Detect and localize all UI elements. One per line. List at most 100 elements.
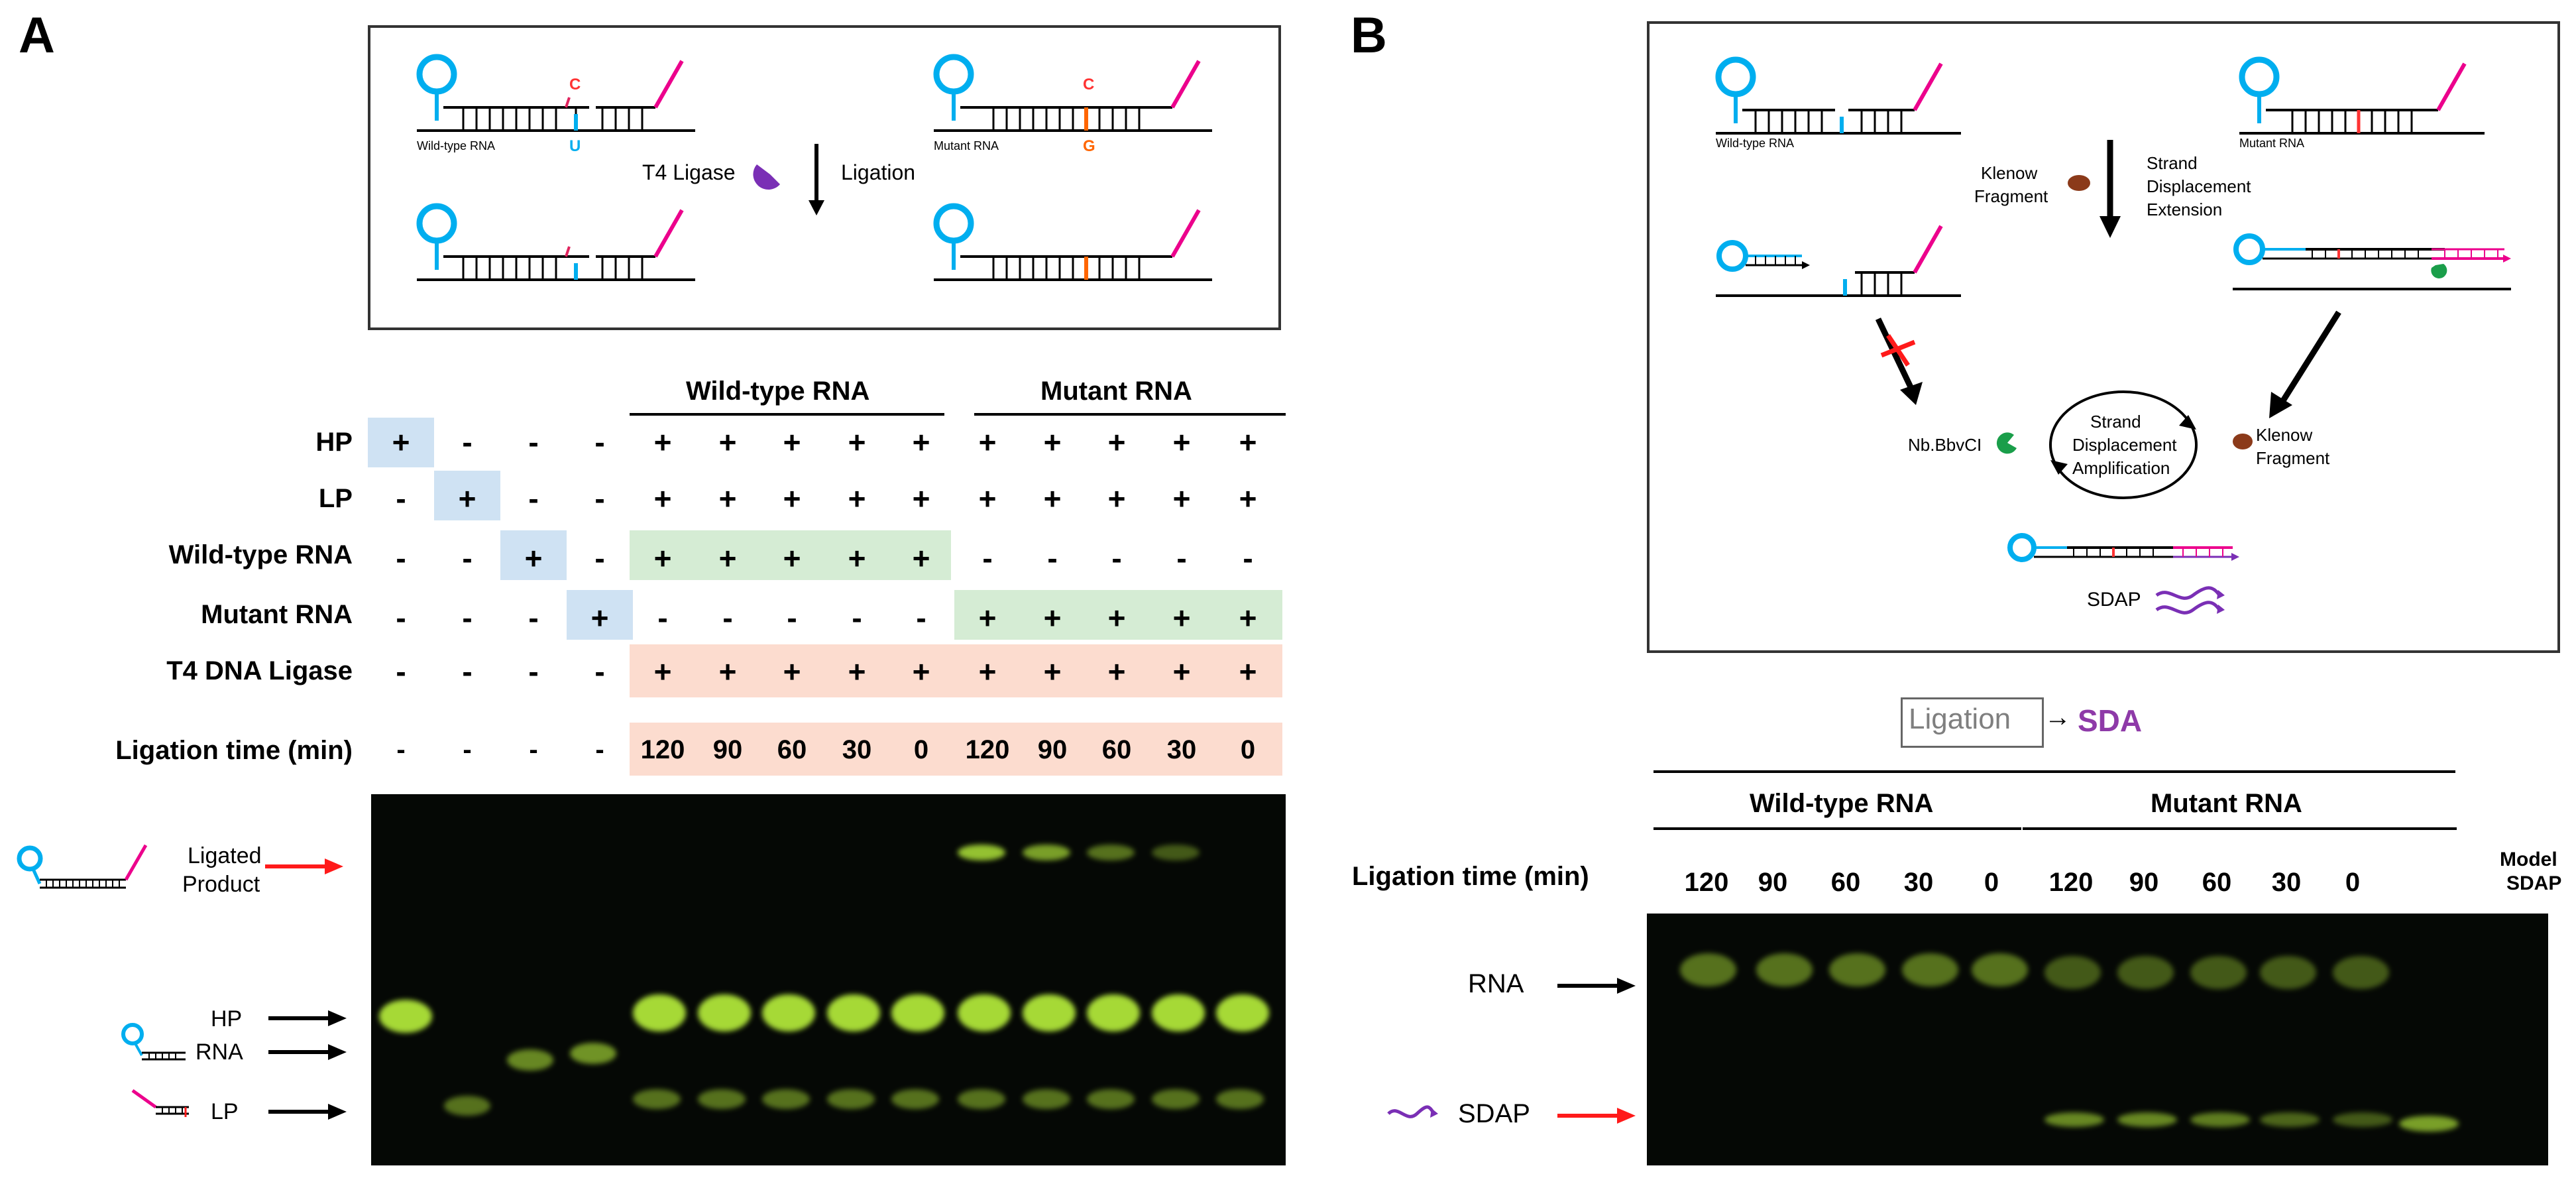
gel-a-hp-band bbox=[958, 994, 1011, 1032]
panel-a-letter: A bbox=[19, 7, 55, 64]
grid-a-cell: - bbox=[462, 425, 473, 459]
gel-b-rna-band bbox=[1829, 953, 1885, 986]
grid-a-cell: + bbox=[653, 541, 672, 575]
grid-a-cell: + bbox=[1172, 425, 1191, 459]
a-header-wild-type-line bbox=[630, 413, 944, 416]
b-rna-black-arrow bbox=[1557, 978, 1636, 994]
b-gel-label-sdap: SDAP bbox=[1458, 1099, 1530, 1128]
gel-b-rna-band bbox=[2190, 956, 2247, 989]
grid-a-cell: + bbox=[1107, 654, 1126, 689]
row-label-ligation-time: Ligation time (min) bbox=[115, 736, 353, 765]
grid-a-cell: + bbox=[783, 541, 801, 575]
grid-a-time-cell: 120 bbox=[640, 735, 685, 764]
grid-a-cell: - bbox=[916, 601, 926, 635]
grid-a-cell: + bbox=[848, 654, 866, 689]
grid-a-cell: + bbox=[653, 481, 672, 516]
grid-a-cell: + bbox=[1043, 481, 1062, 516]
gel-a-hp-band bbox=[1152, 994, 1205, 1032]
gel-a-hp-band bbox=[891, 994, 944, 1032]
grid-a-cell: + bbox=[1107, 425, 1126, 459]
gel-label-lp: LP bbox=[211, 1099, 239, 1124]
gel-b-rna-band bbox=[2044, 956, 2101, 989]
gel-a-lp-band bbox=[1023, 1089, 1070, 1109]
grid-a-cell: - bbox=[722, 601, 733, 635]
grid-a-cell: - bbox=[594, 654, 605, 689]
grid-a-cell: - bbox=[396, 541, 406, 575]
lp-icon bbox=[131, 1089, 189, 1117]
mutant-path-arrow bbox=[2269, 310, 2341, 418]
gel-a-ligated-band bbox=[1087, 845, 1135, 860]
grid-a-cell: + bbox=[653, 425, 672, 459]
b-model-label-2: SDAP bbox=[2506, 872, 2562, 894]
grid-a-cell: + bbox=[848, 425, 866, 459]
grid-a-cell: + bbox=[978, 654, 997, 689]
hl-blue-lp bbox=[434, 471, 500, 520]
grid-b-time-cell: 0 bbox=[2345, 868, 2361, 897]
b-wild-type-extended bbox=[1716, 225, 1961, 297]
grid-a-cell: + bbox=[1107, 481, 1126, 516]
sde-label-2: Displacement bbox=[2147, 176, 2251, 196]
b-header-wild-type: Wild-type RNA bbox=[1750, 789, 1934, 818]
gel-a-lp-band bbox=[1216, 1089, 1264, 1109]
gel-a-lp-band bbox=[958, 1089, 1005, 1109]
sde-down-arrow bbox=[2100, 140, 2121, 238]
gel-a-rna-band bbox=[507, 1049, 553, 1071]
gel-a-hp-band bbox=[698, 994, 751, 1032]
gel-a-hp-band bbox=[1087, 994, 1140, 1032]
row-label-t4-dna-ligase: T4 DNA Ligase bbox=[166, 656, 353, 685]
hl-red-ligase bbox=[630, 644, 1282, 697]
grid-a-cell: + bbox=[524, 541, 543, 575]
sda-label-1: Strand bbox=[2090, 412, 2141, 432]
sde-label-1: Strand bbox=[2147, 153, 2198, 173]
klenow2-label-2: Fragment bbox=[2256, 448, 2330, 468]
b-top-line bbox=[1653, 770, 2455, 773]
grid-b-time-cell: 90 bbox=[1758, 868, 1788, 897]
gel-label-hp: HP bbox=[211, 1006, 243, 1032]
grid-a-cell: + bbox=[718, 654, 737, 689]
gel-a-lp-band bbox=[633, 1089, 681, 1109]
ligase-icon bbox=[753, 164, 780, 190]
gel-a-lp-band bbox=[762, 1089, 810, 1109]
grid-b-time-cell: 60 bbox=[2202, 868, 2232, 897]
grid-a-cell: + bbox=[718, 425, 737, 459]
grid-b-time-cell: 0 bbox=[1984, 868, 1999, 897]
grid-a-time-cell: 90 bbox=[1037, 735, 1068, 764]
grid-a-cell: - bbox=[982, 541, 993, 575]
ligated-product-label-2: Product bbox=[182, 872, 260, 897]
gel-label-rna: RNA bbox=[196, 1039, 243, 1065]
gel-b-rna-band bbox=[1756, 953, 1813, 986]
panel-b-gel bbox=[1647, 914, 2548, 1165]
grid-a-cell: - bbox=[1243, 541, 1253, 575]
gel-b-rna-band bbox=[1680, 953, 1736, 986]
sda-label-2: Displacement bbox=[2072, 435, 2177, 455]
grid-a-cell: + bbox=[1239, 425, 1257, 459]
grid-a-cell: - bbox=[594, 425, 605, 459]
gel-b-sdap-band bbox=[2333, 1112, 2392, 1127]
klenow-icon bbox=[2068, 175, 2090, 191]
gel-a-ligated-band bbox=[958, 845, 1005, 860]
gel-a-hp-band bbox=[762, 994, 815, 1032]
grid-a-cell: + bbox=[848, 481, 866, 516]
grid-a-time-cell: - bbox=[396, 735, 406, 764]
gel-b-sdap-band bbox=[2117, 1112, 2177, 1127]
flow-arrow: → bbox=[2044, 703, 2071, 732]
gel-b-rna-band bbox=[2333, 956, 2389, 989]
b-wild-type-label: Wild-type RNA bbox=[1716, 137, 1795, 150]
grid-a-cell: - bbox=[528, 425, 539, 459]
sdap-label-schematic: SDAP bbox=[2087, 589, 2141, 611]
grid-a-time-cell: 60 bbox=[777, 735, 807, 764]
grid-a-cell: - bbox=[462, 654, 473, 689]
gel-a-hp-band bbox=[827, 994, 880, 1032]
lp-black-arrow bbox=[268, 1104, 347, 1120]
grid-a-cell: + bbox=[1239, 601, 1257, 635]
mut-top-base: C bbox=[1083, 76, 1095, 93]
grid-a-cell: - bbox=[1047, 541, 1058, 575]
b-model-label-1: Model bbox=[2500, 849, 2557, 870]
grid-b-time-cell: 120 bbox=[1684, 868, 1729, 897]
grid-a-cell: + bbox=[848, 541, 866, 575]
grid-a-cell: - bbox=[594, 541, 605, 575]
gel-b-rna-band bbox=[2117, 956, 2174, 989]
gel-a-hp-band bbox=[379, 1000, 432, 1033]
gel-b-rna-band bbox=[1972, 953, 2028, 986]
grid-a-cell: + bbox=[783, 481, 801, 516]
